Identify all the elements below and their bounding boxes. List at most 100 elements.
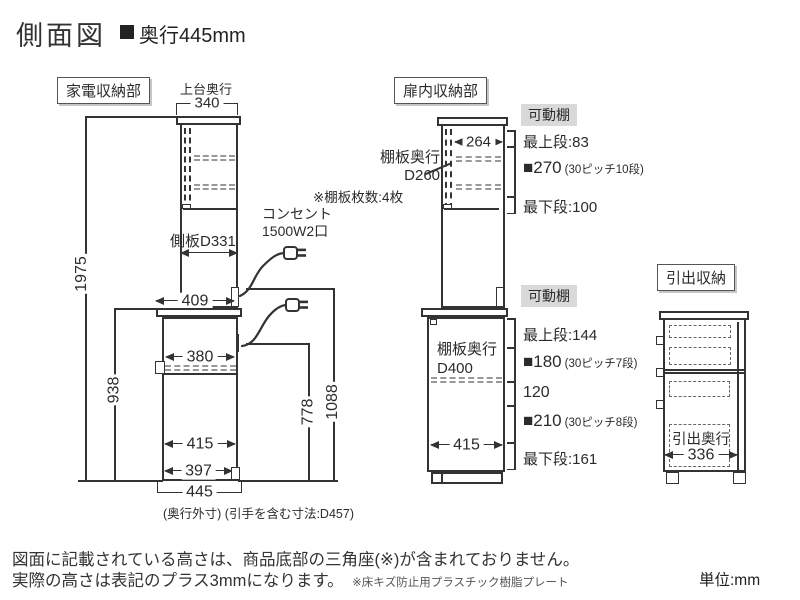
drawer-unit-top-board (659, 311, 749, 320)
dim-415-lower: 415 (430, 436, 503, 454)
unit-label: 単位:mm (699, 572, 761, 589)
shelf-row-mid: ■270(30ピッチ10段) (523, 158, 644, 178)
dim-tick (114, 308, 158, 310)
bracket-tick (507, 381, 515, 383)
outlet-caption-line2: 1500W2口 (262, 223, 329, 239)
dim-tick (85, 116, 177, 118)
shelf-depth-line1: 棚板奥行 (379, 149, 440, 166)
shelf-depth-line2: D260 (404, 167, 440, 184)
drawer-handle (656, 400, 664, 409)
cabinet-foot (733, 472, 746, 484)
shelf-step-detail (182, 204, 191, 209)
shelf-depth-line2: D400 (437, 360, 473, 377)
bracket-tick (507, 146, 515, 148)
dim-397-label: 397 (181, 462, 216, 480)
arrow-right-icon (729, 451, 738, 459)
arrow-left-icon (454, 138, 463, 146)
dim-336-label: 336 (683, 446, 719, 464)
shelf-row-2-pitch: (30ピッチ7段) (564, 358, 638, 370)
dim-1975-label: 1975 (72, 254, 91, 294)
shelf-depth-caption-lower: 棚板奥行 D400 (437, 340, 497, 378)
base-foot-line (441, 472, 443, 484)
dim-tick (246, 288, 333, 290)
bracket-tick (507, 347, 515, 349)
drawer-divider (663, 369, 746, 374)
counter-top (421, 308, 508, 317)
drawer-section-label: 引出収納 (657, 264, 736, 291)
shelf-row-1: 最上段:144 (523, 327, 598, 344)
footer-note-line2-text: 実際の高さは表記のプラス3mmになります。 (12, 572, 344, 590)
arrow-left-icon (180, 249, 189, 257)
dim-409-label: 409 (177, 292, 213, 310)
shelf-row-5: 最下段:161 (523, 451, 598, 468)
arrow-right-icon (224, 467, 233, 475)
dim-336: 336 (664, 446, 738, 464)
compartment-bottom-line (183, 208, 236, 210)
door-rail-line (445, 129, 447, 209)
arrow-left-icon (164, 467, 173, 475)
shelf-row-top: 最上段:83 (523, 134, 589, 151)
bracket-tick (507, 405, 515, 407)
shelf-row-bottom: 最下段:100 (523, 199, 598, 216)
bracket-tick (507, 212, 515, 214)
shelf-row-mid-value: ■270 (523, 158, 562, 177)
shelf-step-detail (443, 204, 452, 209)
dim-1975-line (85, 116, 87, 481)
shelf-line (456, 184, 501, 190)
drawer-outline (669, 325, 731, 338)
drawer-handle (656, 336, 664, 345)
page-title: 側面図 (16, 21, 106, 51)
dim-380-label: 380 (182, 348, 218, 366)
measure-bracket-line (514, 318, 516, 470)
arrow-right-icon (229, 249, 238, 257)
footer-note-line1: 図面に記載されている高さは、商品底部の三角座(※)が含まれておりません。 (12, 551, 580, 569)
arrow-right-icon (226, 353, 235, 361)
door-rail-line (450, 129, 452, 209)
arrow-right-icon (227, 440, 236, 448)
drawer-outline (669, 347, 731, 365)
dim-tick (78, 480, 163, 482)
bracket-tick (507, 442, 515, 444)
shelf-depth-caption-upper: 棚板奥行 D260 (345, 149, 440, 185)
dim-380: 380 (165, 348, 235, 366)
dim-409: 409 (155, 292, 235, 310)
outlet-socket (496, 287, 504, 307)
power-plug-icon (238, 246, 306, 298)
drawer-outline (669, 381, 730, 397)
bracket-tick (507, 130, 515, 132)
shelf-row-2: ■180(30ピッチ7段) (523, 352, 638, 372)
dim-tick (238, 480, 338, 482)
shelf-row-4: ■210(30ピッチ8段) (523, 411, 638, 431)
dim-415-label: 415 (182, 435, 218, 453)
outlet-caption-line1: コンセント (262, 206, 332, 222)
drawer-outline (669, 424, 730, 467)
measure-bracket-line (514, 130, 516, 214)
dim-415: 415 (164, 435, 236, 453)
shelf-row-2-value: ■180 (523, 352, 562, 371)
power-plug-icon (240, 298, 308, 348)
door-handle-detail (231, 467, 240, 480)
outlet-caption: コンセント 1500W2口 (262, 206, 332, 240)
dim-445-bracket: 445 (157, 481, 242, 501)
depth-footnote: (奥行外寸) (引手を含む寸法:D457) (163, 507, 354, 521)
counter-top (156, 308, 242, 317)
shelf-line (431, 377, 502, 383)
dim-415-lower-label: 415 (449, 436, 484, 454)
dim-340-label: 340 (190, 94, 224, 112)
footer-note-line2: 実際の高さは表記のプラス3mmになります。 ※床キズ防止用プラスチック樹脂プレー… (12, 567, 569, 591)
dim-778-label: 778 (299, 396, 318, 428)
shelf-line (456, 156, 501, 162)
dim-397: 397 (164, 462, 233, 480)
arrow-right-icon (494, 138, 503, 146)
bracket-tick (507, 318, 515, 320)
bracket-tick (507, 468, 515, 470)
shelf-row-mid-pitch: (30ピッチ10段) (564, 164, 644, 176)
depth-badge: 奥行445mm (139, 25, 246, 47)
arrow-right-icon (494, 441, 503, 449)
door-rail-line (184, 128, 186, 210)
cabinet-foot (666, 472, 679, 484)
arrow-left-icon (165, 353, 174, 361)
upper-cabinet-top-board (176, 116, 241, 125)
slide-shelf-stopper (155, 361, 165, 374)
dim-264-label: 264 (461, 133, 496, 151)
